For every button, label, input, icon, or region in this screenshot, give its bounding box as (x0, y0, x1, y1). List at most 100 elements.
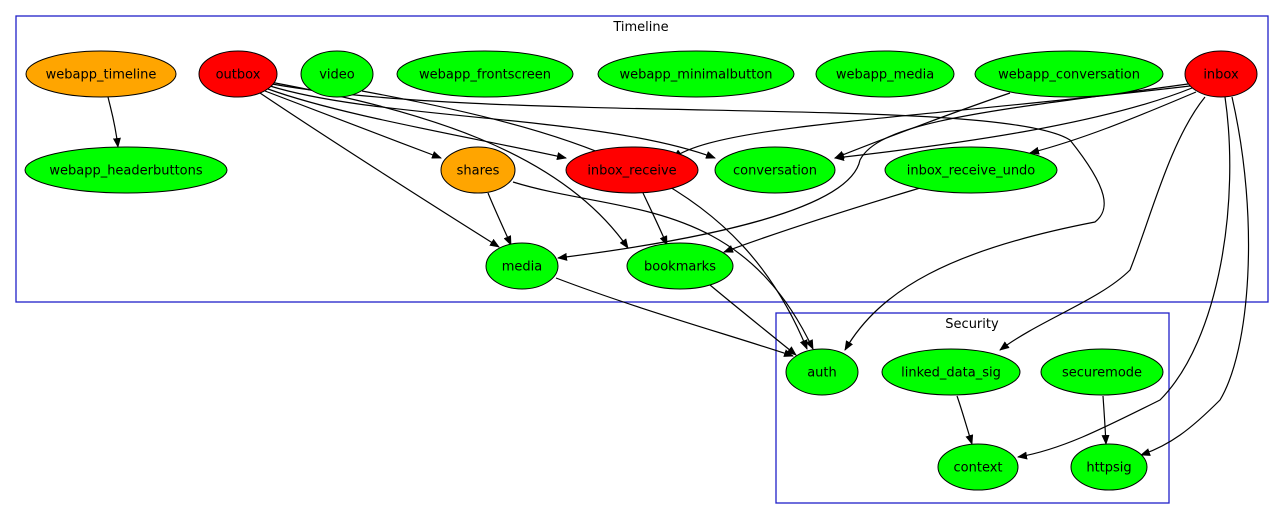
edge-line (1017, 96, 1231, 460)
node-ellipse (1070, 443, 1148, 491)
edge-line (512, 181, 814, 350)
edge-line (1140, 96, 1250, 456)
node-ellipse (1040, 348, 1164, 396)
edge-outbox-to-auth (271, 83, 1105, 351)
node-label: shares (457, 164, 500, 179)
edge-inbox-to-inbox_receive (672, 85, 1191, 159)
node-ellipse (440, 146, 516, 194)
node-ellipse (1184, 50, 1258, 98)
nodes-layer: webapp_timeline outbox video webapp_frontsc… (24, 50, 1258, 491)
node-label: httpsig (1086, 461, 1131, 476)
node-outbox[interactable]: outbox (198, 50, 278, 98)
node-inbox_receive_undo[interactable]: inbox_receive_undo (884, 146, 1058, 194)
edge-line (267, 88, 567, 161)
node-auth[interactable]: auth (785, 348, 859, 396)
node-label: conversation (733, 164, 817, 179)
node-linked_data_sig[interactable]: linked_data_sig (881, 348, 1021, 396)
edge-line (1101, 395, 1110, 445)
node-label: video (319, 68, 355, 83)
node-label: inbox (1203, 68, 1239, 83)
edge-line (723, 187, 921, 253)
node-ellipse (884, 146, 1058, 194)
node-inbox_receive[interactable]: inbox_receive (565, 146, 699, 194)
node-webapp_conversation[interactable]: webapp_conversation (974, 50, 1164, 98)
node-ellipse (25, 50, 177, 98)
node-webapp_minimalbutton[interactable]: webapp_minimalbutton (597, 50, 795, 98)
node-httpsig[interactable]: httpsig (1070, 443, 1148, 491)
edge-inbox-to-conversation (834, 87, 1193, 161)
node-label: inbox_receive (587, 164, 676, 179)
edge-line (487, 192, 512, 246)
edge-outbox-to-inbox_receive (267, 88, 567, 161)
node-shares[interactable]: shares (440, 146, 516, 194)
node-label: webapp_media (836, 68, 934, 83)
edge-linked_data_sig-to-context (956, 395, 974, 445)
edge-outbox-to-shares (264, 90, 442, 159)
node-conversation[interactable]: conversation (714, 146, 836, 194)
node-ellipse (881, 348, 1021, 396)
node-video[interactable]: video (300, 50, 374, 98)
node-webapp_headerbuttons[interactable]: webapp_headerbuttons (24, 146, 228, 194)
edge-line (555, 277, 794, 357)
edge-line (834, 87, 1193, 161)
edge-line (557, 83, 1189, 261)
edge-line (834, 92, 1011, 159)
edge-bookmarks-to-auth (709, 284, 797, 356)
node-label: webapp_conversation (998, 68, 1140, 83)
node-ellipse (974, 50, 1164, 98)
node-ellipse (300, 50, 374, 98)
edge-line (1029, 91, 1197, 155)
node-webapp_timeline[interactable]: webapp_timeline (25, 50, 177, 98)
node-media[interactable]: media (485, 242, 559, 290)
node-label: webapp_minimalbutton (619, 68, 772, 83)
node-ellipse (626, 242, 734, 290)
node-bookmarks[interactable]: bookmarks (626, 242, 734, 290)
edge-shares-to-media (487, 192, 512, 246)
node-label: bookmarks (644, 260, 716, 275)
node-label: outbox (216, 68, 261, 83)
edge-inbox-to-media (557, 83, 1189, 261)
node-ellipse (815, 50, 955, 98)
cluster-security-label: Security (945, 317, 999, 332)
node-label: auth (807, 366, 837, 381)
cluster-timeline: Timeline (15, 15, 1269, 303)
node-inbox[interactable]: inbox (1184, 50, 1258, 98)
edge-shares-to-auth (512, 181, 814, 350)
node-securemode[interactable]: securemode (1040, 348, 1164, 396)
node-label: context (954, 461, 1003, 476)
cluster-timeline-label: Timeline (612, 20, 668, 35)
node-label: inbox_receive_undo (907, 164, 1036, 179)
node-ellipse (396, 50, 574, 98)
node-label: linked_data_sig (901, 366, 1001, 381)
node-webapp_frontscreen[interactable]: webapp_frontscreen (396, 50, 574, 98)
node-ellipse (597, 50, 795, 98)
node-label: webapp_timeline (46, 68, 157, 83)
edge-line (259, 92, 500, 248)
node-ellipse (565, 146, 699, 194)
edge-line (642, 192, 668, 246)
edge-inbox-to-context (1017, 96, 1231, 460)
node-ellipse (485, 242, 559, 290)
node-label: webapp_frontscreen (419, 68, 551, 83)
edge-inbox_receive_undo-to-bookmarks (723, 187, 921, 253)
node-ellipse (24, 146, 228, 194)
node-label: webapp_headerbuttons (49, 164, 203, 179)
node-ellipse (785, 348, 859, 396)
node-context[interactable]: context (937, 443, 1019, 491)
edge-line (264, 90, 442, 159)
edge-inbox-to-httpsig (1140, 96, 1250, 456)
node-webapp_media[interactable]: webapp_media (815, 50, 955, 98)
cluster-security: Security (775, 312, 1170, 504)
edge-media-to-auth (555, 277, 794, 357)
node-ellipse (198, 50, 278, 98)
edge-line (672, 85, 1191, 159)
edge-line (956, 395, 974, 445)
edge-inbox-to-linked_data_sig (999, 96, 1206, 351)
node-label: media (502, 260, 543, 275)
edge-securemode-to-httpsig (1101, 395, 1110, 445)
edge-line (709, 284, 797, 356)
edge-webapp_timeline-to-webapp_headerbuttons (107, 96, 121, 148)
edge-inbox_receive-to-bookmarks (642, 192, 668, 246)
cluster-timeline-border (15, 15, 1269, 303)
